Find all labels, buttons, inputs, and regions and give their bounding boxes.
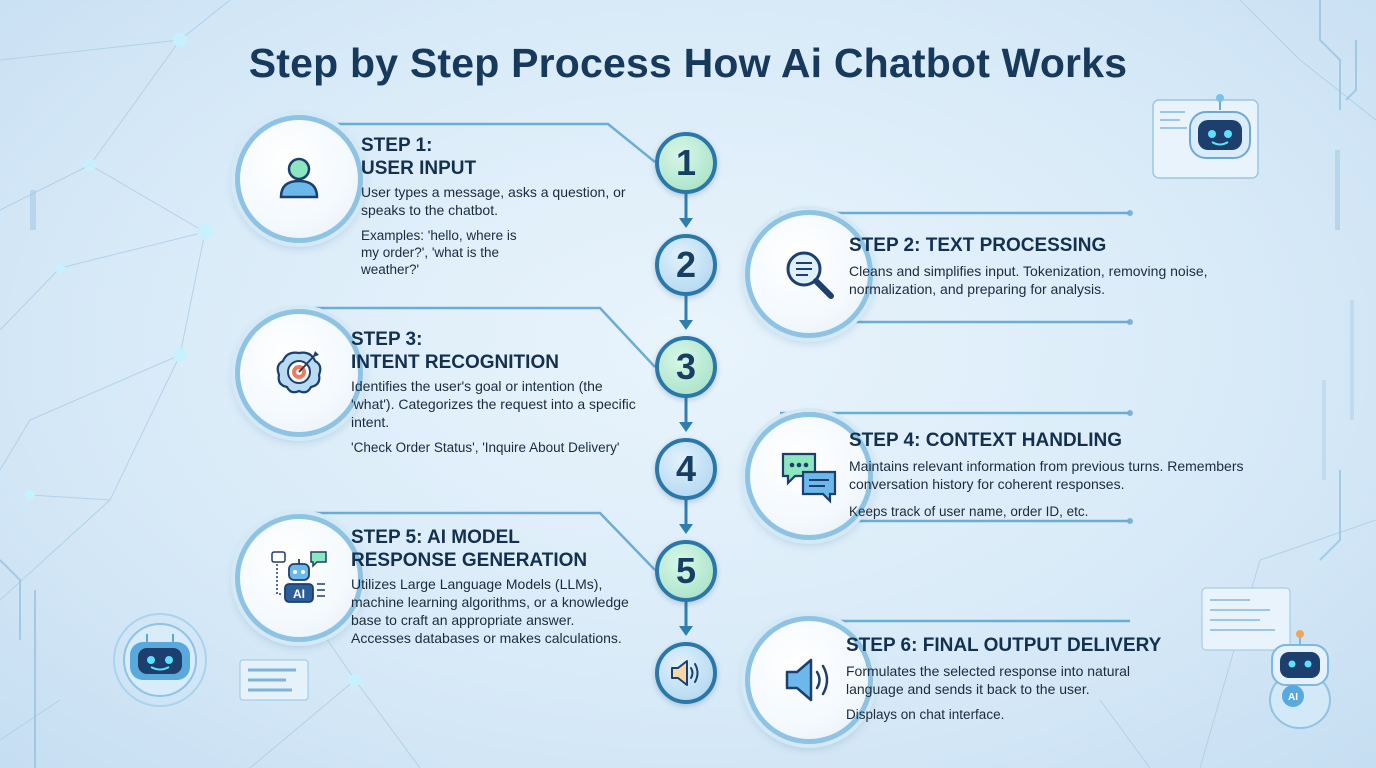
step-1-text: STEP 1: USER INPUT User types a message,… — [361, 134, 651, 278]
step-3-text: STEP 3: INTENT RECOGNITION Identifies th… — [351, 328, 646, 456]
step-5-icon-circle: AI — [235, 514, 363, 642]
step-1-description: User types a message, asks a question, o… — [361, 184, 626, 218]
step-4-note: Keeps track of user name, order ID, etc. — [849, 504, 1089, 519]
brain-target-icon — [276, 351, 322, 394]
step-5-title-line1: STEP 5: AI MODEL — [351, 527, 520, 548]
page-title: Step by Step Process How Ai Chatbot Work… — [248, 40, 1128, 86]
step-1-icon-circle — [235, 115, 363, 243]
robot-ai-badge-label: AI — [1288, 692, 1298, 703]
chat-bubbles-icon — [781, 452, 837, 504]
step-5-description: Utilizes Large Language Models (LLMs), m… — [351, 576, 629, 628]
step-5-note: Accesses databases or makes calculations… — [351, 630, 622, 646]
robot-decoration-top-right-icon — [1152, 94, 1259, 179]
step-2-text: STEP 2: TEXT PROCESSING Cleans and simpl… — [849, 234, 1219, 298]
step-4-title: STEP 4: CONTEXT HANDLING — [849, 430, 1123, 451]
step-2-description: Cleans and simplifies input. Tokenizatio… — [849, 263, 1208, 297]
step-4-text: STEP 4: CONTEXT HANDLING Maintains relev… — [849, 429, 1264, 520]
step-5-text: STEP 5: AI MODEL RESPONSE GENERATION Uti… — [351, 526, 651, 647]
step-6-speaker-badge — [655, 642, 717, 704]
step-6-icon-circle — [745, 616, 873, 744]
step-3-description: Identifies the user's goal or intention … — [351, 378, 636, 430]
step-3-note: 'Check Order Status', 'Inquire About Del… — [351, 440, 620, 455]
magnifier-document-icon — [786, 251, 834, 299]
step-1-title-line1: STEP 1: — [361, 135, 433, 156]
step-1-number-badge: 1 — [655, 132, 717, 194]
step-3-title-line1: STEP 3: — [351, 329, 423, 350]
step-5-icon-ai-label: AI — [293, 587, 305, 601]
step-2-icon-circle — [745, 210, 873, 338]
step-5-title-line2: RESPONSE GENERATION — [351, 550, 588, 571]
step-6-text: STEP 6: FINAL OUTPUT DELIVERY Formulates… — [846, 634, 1216, 723]
robot-decoration-bottom-left-icon — [113, 613, 309, 707]
step-3-title-line2: INTENT RECOGNITION — [351, 352, 559, 373]
ai-robot-icon: AI — [271, 551, 327, 603]
user-icon — [279, 157, 319, 199]
speaker-small-icon — [671, 660, 699, 686]
step-6-description: Formulates the selected response into na… — [846, 663, 1131, 697]
step-4-number-badge: 4 — [655, 438, 717, 500]
robot-decoration-bottom-right-icon: AI — [1201, 587, 1331, 729]
step-3-number-badge: 3 — [655, 336, 717, 398]
step-1-title-line2: USER INPUT — [361, 158, 477, 179]
step-2-number-badge: 2 — [655, 234, 717, 296]
step-2-title: STEP 2: TEXT PROCESSING — [849, 235, 1107, 256]
step-3-icon-circle — [235, 309, 363, 437]
step-6-note: Displays on chat interface. — [846, 707, 1005, 722]
step-5-number-badge: 5 — [655, 540, 717, 602]
step-1-note: Examples: 'hello, where is my order?', '… — [361, 228, 517, 277]
step-6-title: STEP 6: FINAL OUTPUT DELIVERY — [846, 635, 1162, 656]
step-4-description: Maintains relevant information from prev… — [849, 458, 1244, 492]
speaker-icon — [785, 658, 829, 702]
step-4-icon-circle — [745, 412, 873, 540]
